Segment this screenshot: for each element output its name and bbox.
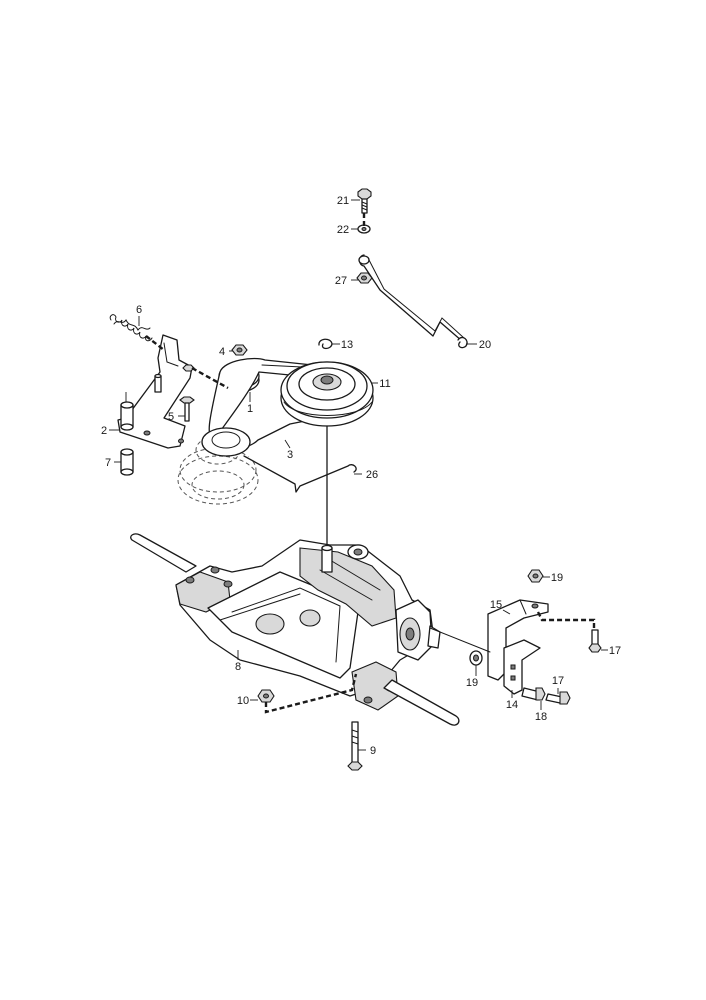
bracket-part-14 xyxy=(503,639,541,695)
nut-part-10 xyxy=(257,689,275,703)
callout-5: 5 xyxy=(168,411,174,423)
assembly-path-shaft xyxy=(429,627,491,653)
callout-21: 21 xyxy=(337,195,349,207)
washer-part-22 xyxy=(357,224,371,234)
callout-6: 6 xyxy=(136,304,142,316)
bolt-part-21 xyxy=(357,188,372,214)
callout-13: 13 xyxy=(341,339,353,351)
bolt-part-5 xyxy=(179,396,195,422)
callout-17-upper: 17 xyxy=(609,645,621,657)
rod-part-20 xyxy=(358,254,468,349)
callout-8: 8 xyxy=(235,661,241,673)
clip-part-13 xyxy=(318,338,333,350)
transaxle-part-8 xyxy=(130,533,460,726)
callout-10: 10 xyxy=(237,695,249,707)
assembly-path-spring xyxy=(145,335,165,351)
callout-18: 18 xyxy=(535,711,547,723)
callout-7: 7 xyxy=(105,457,111,469)
callout-19-upper: 19 xyxy=(551,572,563,584)
spacer-upper-part xyxy=(120,401,134,431)
callout-14: 14 xyxy=(506,699,518,711)
bolt-part-17-lower xyxy=(545,691,571,705)
main-pulley-part-11 xyxy=(280,361,374,427)
callout-11: 11 xyxy=(379,378,390,390)
callout-19-lower: 19 xyxy=(466,677,478,689)
bolt-part-18 xyxy=(521,687,546,701)
assembly-path-bracket xyxy=(536,611,596,630)
callout-15: 15 xyxy=(490,599,502,611)
alternate-pulley-outline xyxy=(177,427,259,505)
spacer-part-7 xyxy=(120,448,134,476)
assembly-path-idler xyxy=(191,366,229,390)
nut-part-19-upper xyxy=(527,569,544,583)
callout-17-lower: 17 xyxy=(552,675,564,687)
wire-part-26 xyxy=(243,455,357,493)
assembly-path-transaxle xyxy=(264,673,358,714)
callout-27: 27 xyxy=(335,275,347,287)
nut-part-27 xyxy=(356,272,373,284)
callout-26: 26 xyxy=(366,469,378,481)
callout-2: 2 xyxy=(101,425,107,437)
pin-part xyxy=(154,373,162,393)
callout-3: 3 xyxy=(287,449,293,461)
bracket-part-15 xyxy=(487,599,549,681)
bolt-part-17-upper xyxy=(588,629,602,653)
callout-1: 1 xyxy=(247,403,253,415)
callout-9: 9 xyxy=(370,745,376,757)
bolt-part-9 xyxy=(347,721,363,771)
callout-4: 4 xyxy=(219,346,225,358)
callout-20: 20 xyxy=(479,339,491,351)
nut-part-4 xyxy=(231,344,248,356)
callout-22: 22 xyxy=(337,224,349,236)
leader-lines xyxy=(109,199,608,751)
nut-part-19-lower xyxy=(469,650,483,666)
